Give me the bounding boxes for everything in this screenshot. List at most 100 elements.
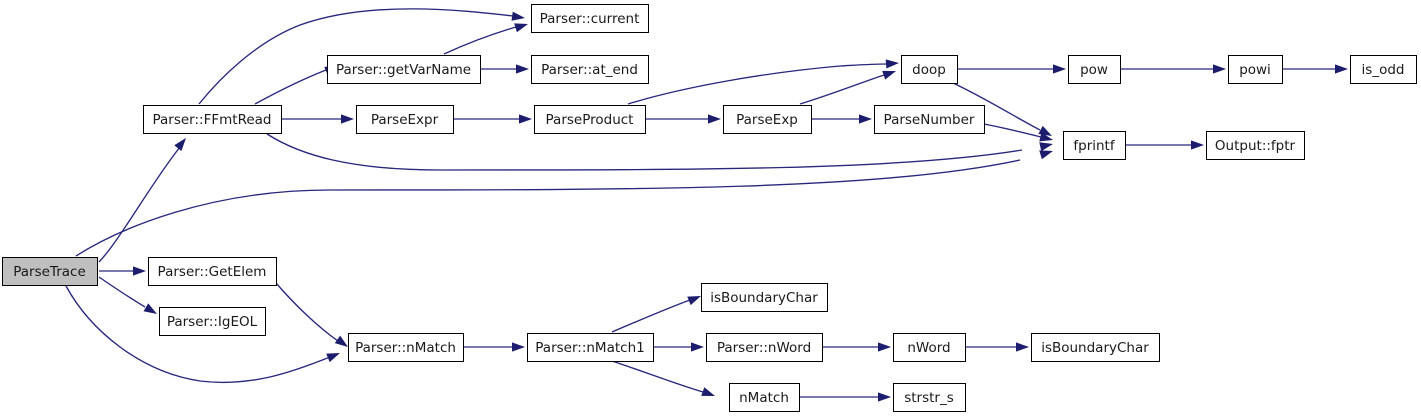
node-box[interactable] (893, 383, 966, 412)
edge-ParserGetVarName-to-ParserAtEnd (480, 64, 529, 74)
node-doop[interactable]: doop (901, 55, 958, 84)
edge-line (611, 299, 691, 333)
node-box[interactable] (348, 333, 464, 362)
edge-ParseProduct-to-ParseExp (645, 114, 721, 124)
node-box[interactable] (729, 383, 800, 412)
node-nWord[interactable]: nWord (893, 333, 966, 362)
edge-ParseTrace-to-ParserGetElem (99, 266, 146, 276)
edge-ParserGetElem-to-ParsernMatch (275, 282, 348, 347)
node-ParserCurrent[interactable]: Parser::current (531, 4, 649, 33)
node-box[interactable] (356, 105, 454, 134)
node-box[interactable] (706, 333, 823, 362)
node-ParserIgEOL[interactable]: Parser::IgEOL (159, 307, 266, 336)
node-box[interactable] (2, 257, 98, 286)
node-label: Parser::FFmtRead (152, 112, 271, 128)
node-pow[interactable]: pow (1068, 55, 1121, 84)
node-label: powi (1239, 62, 1271, 78)
edge-ParseExp-to-doop (799, 70, 896, 105)
node-box[interactable] (1063, 131, 1126, 160)
node-label: isBoundaryChar (710, 290, 818, 306)
node-is_odd[interactable]: is_odd (1350, 55, 1417, 84)
node-box[interactable] (327, 55, 481, 84)
edge-ParseProduct-to-doop (627, 59, 899, 105)
node-ParseNumber[interactable]: ParseNumber (874, 105, 985, 134)
node-label: nMatch (739, 390, 789, 406)
node-ParseExpr[interactable]: ParseExpr (356, 105, 454, 134)
node-label: Parser::nMatch (355, 340, 456, 356)
node-nMatch[interactable]: nMatch (729, 383, 800, 412)
arrow-head-icon (885, 59, 899, 69)
node-label: Parser::nWord (717, 340, 811, 356)
edge-line (983, 123, 1042, 138)
node-isBoundaryChar1[interactable]: isBoundaryChar (701, 283, 828, 312)
node-box[interactable] (874, 105, 985, 134)
node-ParsernMatch1[interactable]: Parser::nMatch1 (527, 333, 654, 362)
arrow-head-icon (1191, 140, 1204, 150)
edge-ParserFFmtRead-to-ParserCurrent (198, 8, 525, 105)
node-label: ParseExpr (371, 112, 439, 128)
node-box[interactable] (893, 333, 966, 362)
node-ParserFFmtRead[interactable]: Parser::FFmtRead (143, 105, 282, 134)
node-box[interactable] (1068, 55, 1121, 84)
node-box[interactable] (527, 333, 654, 362)
node-box[interactable] (701, 283, 828, 312)
arrow-head-icon (1016, 342, 1029, 352)
edge-ParseTrace-to-ParserFFmtRead (98, 138, 186, 263)
arrow-head-icon (341, 114, 354, 124)
node-isBoundaryChar2[interactable]: isBoundaryChar (1031, 333, 1160, 362)
node-box[interactable] (1228, 55, 1283, 84)
node-ParserGetVarName[interactable]: Parser::getVarName (327, 55, 481, 84)
node-fprintf[interactable]: fprintf (1063, 131, 1126, 160)
node-box[interactable] (148, 257, 277, 286)
edge-fprintf-to-Outputfptr (1125, 140, 1204, 150)
edge-ParseTrace-to-fprintf (75, 150, 1053, 257)
node-box[interactable] (901, 55, 958, 84)
node-label: strstr_s (904, 390, 954, 406)
arrow-head-icon (687, 296, 701, 306)
edge-ParsernMatch-to-ParsernMatch1 (463, 342, 525, 352)
node-ParseTrace[interactable]: ParseTrace (2, 257, 98, 286)
node-ParseExp[interactable]: ParseExp (723, 105, 812, 134)
node-label: is_odd (1362, 62, 1405, 78)
node-ParsernMatch[interactable]: Parser::nMatch (348, 333, 464, 362)
edge-ParsernMatch1-to-ParsernWord (653, 342, 704, 352)
node-strstr_s[interactable]: strstr_s (893, 383, 966, 412)
node-label: Parser::getVarName (336, 62, 471, 78)
node-box[interactable] (159, 307, 266, 336)
node-label: ParseNumber (884, 112, 975, 128)
node-label: Parser::GetElem (158, 264, 267, 280)
arrow-head-icon (708, 114, 721, 124)
node-label: nWord (907, 340, 950, 356)
edge-ParserFFmtRead-to-fprintf (266, 133, 1053, 171)
node-box[interactable] (534, 105, 646, 134)
arrow-head-icon (1213, 64, 1226, 74)
node-box[interactable] (143, 105, 282, 134)
node-Outputfptr[interactable]: Output::fptr (1206, 131, 1305, 160)
node-label: Parser::at_end (541, 62, 638, 78)
edge-ParseExp-to-ParseNumber (811, 114, 872, 124)
node-ParserAtEnd[interactable]: Parser::at_end (531, 55, 649, 84)
arrow-head-icon (516, 64, 529, 74)
edge-doop-to-pow (957, 64, 1066, 74)
node-ParseProduct[interactable]: ParseProduct (534, 105, 646, 134)
node-box[interactable] (1206, 131, 1305, 160)
edge-line (98, 146, 181, 263)
node-box[interactable] (531, 55, 649, 84)
node-box[interactable] (723, 105, 812, 134)
node-box[interactable] (1350, 55, 1417, 84)
node-label: ParseTrace (13, 264, 86, 280)
node-ParsernWord[interactable]: Parser::nWord (706, 333, 823, 362)
arrow-head-icon (519, 114, 532, 124)
arrow-head-icon (1039, 132, 1053, 142)
edge-line (627, 63, 887, 105)
edge-line (443, 26, 517, 55)
node-label: ParseExp (736, 112, 798, 128)
arrow-head-icon (691, 342, 704, 352)
node-ParserGetElem[interactable]: Parser::GetElem (148, 257, 277, 286)
edge-line (611, 360, 704, 393)
node-box[interactable] (1031, 333, 1160, 362)
node-box[interactable] (531, 4, 649, 33)
node-label: pow (1080, 62, 1108, 78)
node-powi[interactable]: powi (1228, 55, 1283, 84)
arrow-head-icon (878, 392, 891, 402)
